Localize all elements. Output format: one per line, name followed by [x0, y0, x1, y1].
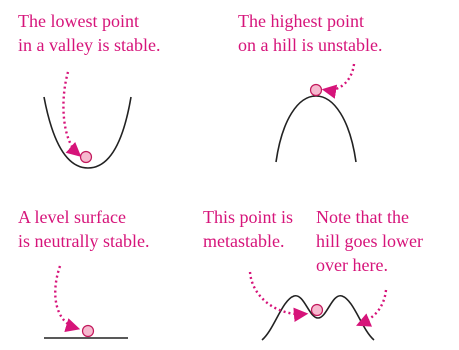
valley-ball — [81, 152, 92, 163]
note-arrow — [360, 290, 386, 324]
metastable-arrow — [250, 272, 304, 314]
level-arrow — [55, 266, 76, 328]
valley-caption-line: The lowest point — [18, 9, 160, 33]
note-caption-line: hill goes lower — [316, 229, 423, 253]
level-ball — [83, 326, 94, 337]
hill-panel — [276, 64, 356, 162]
hill-caption-line: on a hill is unstable. — [238, 33, 382, 57]
hill-curve — [276, 96, 356, 162]
level-caption: A level surface is neutrally stable. — [18, 205, 149, 253]
metastable-panel — [250, 272, 386, 340]
metastable-caption-line: metastable. — [203, 229, 293, 253]
valley-panel — [44, 72, 131, 168]
valley-caption: The lowest point in a valley is stable. — [18, 9, 160, 57]
note-caption-line: Note that the — [316, 205, 423, 229]
level-caption-line: is neutrally stable. — [18, 229, 149, 253]
note-caption: Note that the hill goes lower over here. — [316, 205, 423, 277]
level-panel — [44, 266, 128, 338]
valley-caption-line: in a valley is stable. — [18, 33, 160, 57]
hill-caption: The highest point on a hill is unstable. — [238, 9, 382, 57]
hill-caption-line: The highest point — [238, 9, 382, 33]
metastable-ball — [312, 305, 323, 316]
level-caption-line: A level surface — [18, 205, 149, 229]
metastable-curve — [262, 296, 374, 340]
metastable-caption: This point is metastable. — [203, 205, 293, 253]
metastable-caption-line: This point is — [203, 205, 293, 229]
hill-ball — [311, 85, 322, 96]
note-caption-line: over here. — [316, 253, 423, 277]
hill-arrow — [326, 64, 354, 90]
valley-arrow — [63, 72, 78, 154]
